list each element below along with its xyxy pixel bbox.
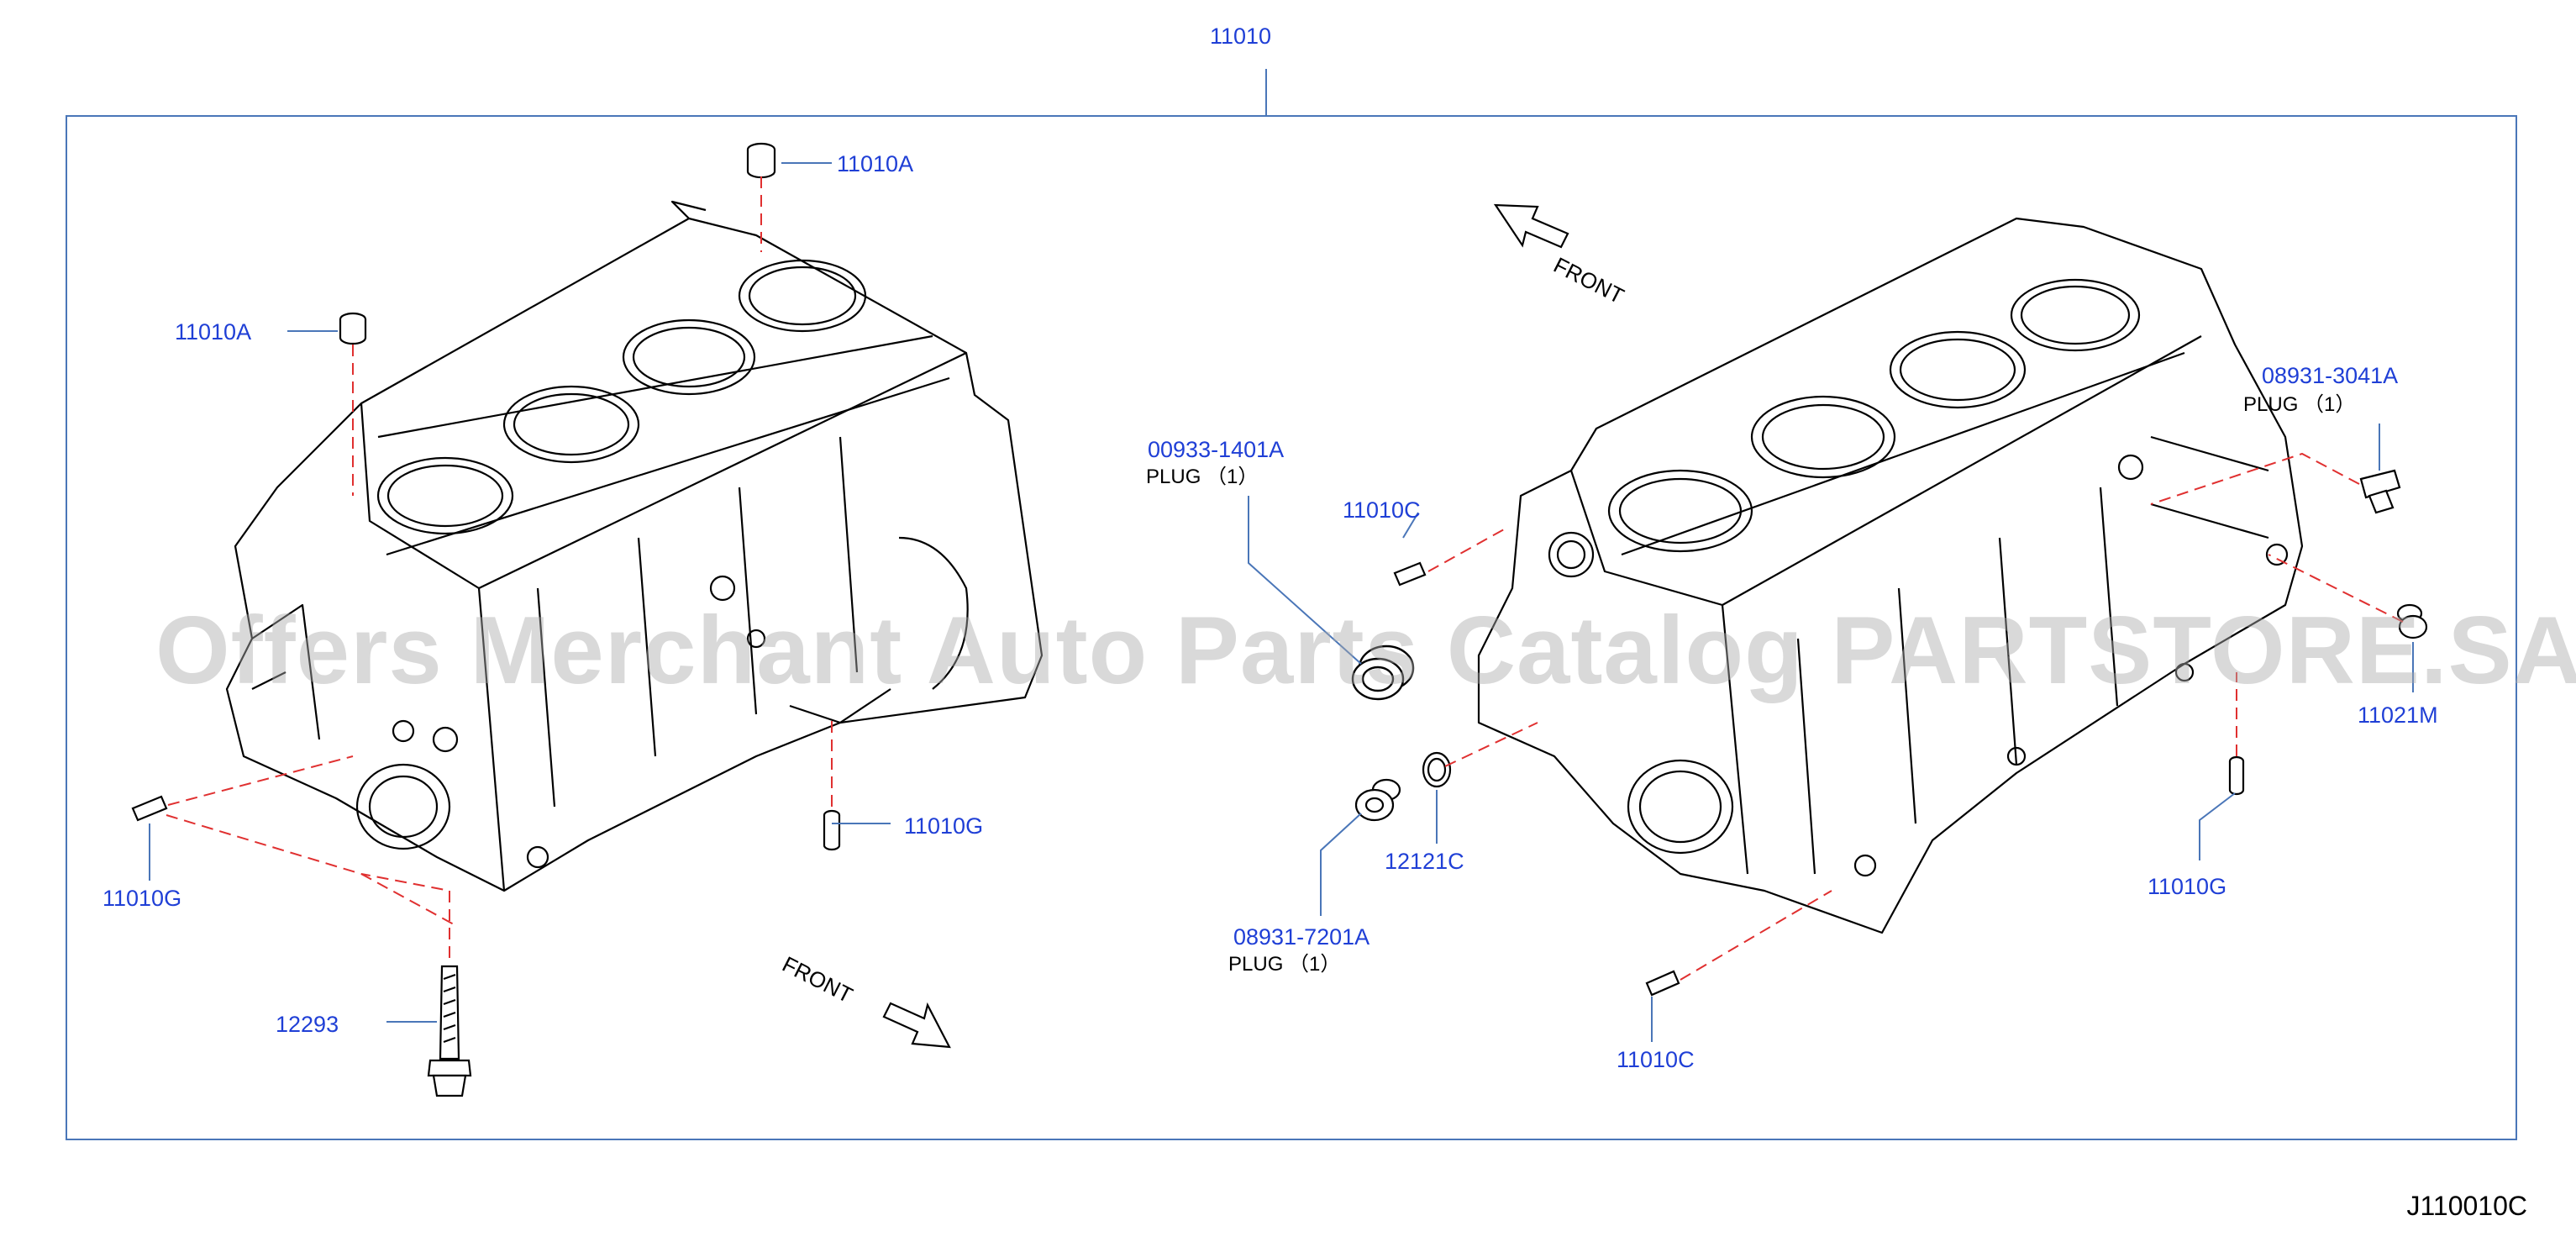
right-cylinder-block xyxy=(1477,217,2304,934)
note-plug-08931-7201: PLUG （1） xyxy=(1228,953,1341,976)
callout-11010c-lower[interactable]: 11010C xyxy=(1617,1047,1695,1072)
callout-08931-3041a[interactable]: 08931-3041A xyxy=(2262,363,2399,388)
plug-08931-7201a xyxy=(1354,778,1401,822)
diagram-reference: J110010C xyxy=(2406,1191,2527,1221)
assembly-number[interactable]: 11010 xyxy=(1210,24,1272,49)
diagram-frame xyxy=(66,115,2517,1140)
callout-leaders xyxy=(149,162,2414,1042)
dowel-11010c-upper xyxy=(1393,561,1427,587)
callout-11010g-mid[interactable]: 11010G xyxy=(904,813,984,839)
callout-11010g-right[interactable]: 11010G xyxy=(2148,874,2227,899)
callout-11010a-top[interactable]: 11010A xyxy=(837,151,914,176)
front-arrow-icon-upper xyxy=(1493,203,1569,249)
callout-00933-1401a[interactable]: 00933-1401A xyxy=(1148,437,1285,462)
callout-11010c-upper[interactable]: 11010C xyxy=(1343,497,1421,523)
callout-11010g-left[interactable]: 11010G xyxy=(103,886,182,911)
dashed-leaders xyxy=(166,176,2404,981)
watermark: Offers Merchant Auto Parts Catalog PARTS… xyxy=(155,597,2576,704)
callout-11010a-left[interactable]: 11010A xyxy=(175,319,252,345)
callout-08931-7201a[interactable]: 08931-7201A xyxy=(1233,924,1370,950)
plug-08931-3041a xyxy=(2359,469,2401,514)
dowel-11010a-left xyxy=(339,312,367,345)
dowel-11010a-top xyxy=(746,142,776,179)
seal-12121c xyxy=(1422,751,1452,788)
assembly-leader xyxy=(1265,69,1267,116)
callout-11021m[interactable]: 11021M xyxy=(2358,702,2438,728)
callout-12121c[interactable]: 12121C xyxy=(1385,849,1464,874)
plug-11021m xyxy=(2396,603,2428,639)
dowel-11010g-mid xyxy=(823,809,841,851)
note-plug-08931-3041: PLUG （1） xyxy=(2243,393,2356,416)
dowel-11010c-lower xyxy=(1645,970,1680,997)
front-arrow-icon-lower xyxy=(882,1002,951,1049)
dowel-11010g-left xyxy=(131,795,168,822)
seal-00933-1401a xyxy=(1351,645,1415,701)
note-plug-00933: PLUG （1） xyxy=(1146,466,1259,488)
bolt-12293 xyxy=(427,965,472,1097)
left-cylinder-block xyxy=(225,200,1044,892)
dowel-11010g-right xyxy=(2228,755,2245,796)
callout-12293[interactable]: 12293 xyxy=(276,1012,339,1037)
